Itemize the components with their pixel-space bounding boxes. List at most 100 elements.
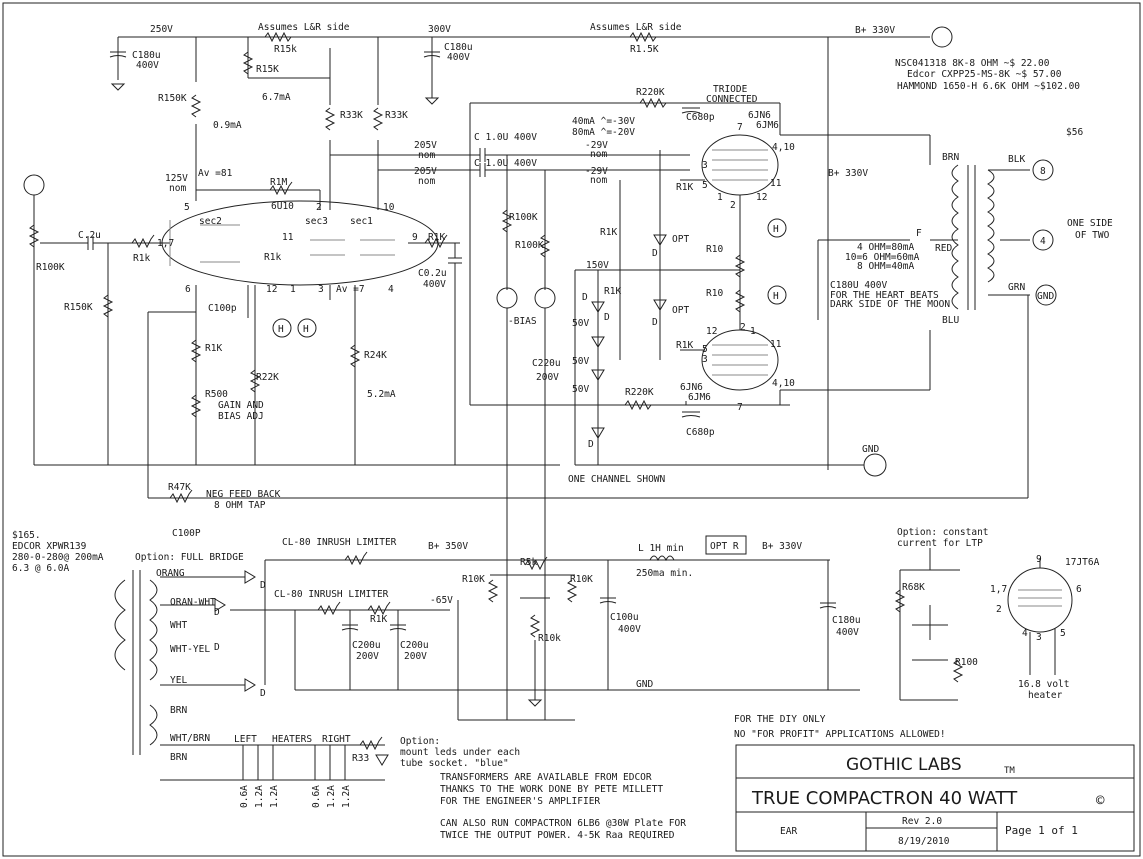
- label-205v-a: 205V: [414, 140, 437, 151]
- led-note-1: Option:: [400, 736, 440, 747]
- gnd-terminal: [863, 453, 887, 477]
- revision: Rev 2.0: [902, 816, 942, 827]
- top-components: [109, 31, 701, 131]
- label-r24k: R24K: [364, 350, 387, 361]
- label-c180-b-1: C180u: [444, 42, 473, 53]
- label-r1m: R1M: [270, 177, 287, 188]
- label-nom-4: nom: [418, 176, 435, 187]
- pin-12-lower: 12: [706, 326, 717, 337]
- label-c180c-1: C180U 400V: [830, 280, 887, 291]
- pin-7-lower: 7: [737, 402, 743, 413]
- heater-h-1: H: [278, 324, 284, 335]
- pin-3-lower: 3: [702, 354, 708, 365]
- project-title: TRUE COMPACTRON 40 WATT: [751, 788, 1018, 809]
- pin-10a: 10: [383, 202, 395, 213]
- pin-11-lower: 11: [770, 339, 782, 350]
- label-opt-r: OPT R: [710, 541, 739, 552]
- company-name: GOTHIC LABS: [846, 755, 962, 775]
- label-full-bridge: Option: FULL BRIDGE: [135, 552, 244, 563]
- label-tap-1: 4 OHM=80mA: [857, 242, 914, 253]
- pin-1a: 1: [290, 284, 296, 295]
- label-bplus-330: B+ 330V: [855, 25, 895, 36]
- wire-orange: ORANG: [156, 568, 185, 579]
- label-c100u-2: 400V: [618, 624, 641, 635]
- label-r10k-b: R10K: [570, 574, 593, 585]
- pin-3-upper: 3: [702, 160, 708, 171]
- license-2: NO "FOR PROFIT" APPLICATIONS ALLOWED!: [734, 729, 946, 740]
- note-one-channel: ONE CHANNEL SHOWN: [568, 474, 666, 485]
- label-tube-b-1: 6JN6: [680, 382, 703, 393]
- label-205v-b: 205V: [414, 166, 437, 177]
- label-gnd-ps: GND: [636, 679, 653, 690]
- bplus-terminal: [931, 26, 953, 48]
- label-assumes-1: Assumes L&R side: [258, 22, 350, 33]
- label-pins-410b: 4,10: [772, 378, 795, 389]
- label-c100p-b: C100P: [172, 528, 201, 539]
- label-r150k-b: R150K: [64, 302, 93, 313]
- label-c200-a-2: 200V: [356, 651, 379, 662]
- label-r15k-a: R15k: [274, 44, 297, 55]
- pin-17-17jt6a: 1,7: [990, 584, 1007, 595]
- pt-line-2: EDCOR XPWR139: [12, 541, 87, 552]
- pin-12-upper: 12: [756, 192, 767, 203]
- label-neg65v: -65V: [430, 595, 453, 606]
- label-cl80-a: CL-80 INRUSH LIMITER: [282, 537, 397, 548]
- label-250v: 250V: [150, 24, 173, 35]
- label-nom-1: nom: [590, 149, 607, 160]
- label-c180-a-2: 400V: [136, 60, 159, 71]
- label-r33k-b: R33K: [385, 110, 408, 121]
- wire-yel: YEL: [170, 675, 187, 686]
- license-1: FOR THE DIY ONLY: [734, 714, 826, 725]
- label-pins-410: 4,10: [772, 142, 795, 153]
- label-bias-note-1: 40mA ^=-30V: [572, 116, 635, 127]
- label-r33: R33: [352, 753, 369, 764]
- label-r68k: R68K: [902, 582, 925, 593]
- fuse-1: 0.6A: [239, 785, 250, 808]
- tube-6u10: [161, 200, 439, 286]
- label-heater-left: LEFT: [234, 734, 257, 745]
- pin-1-lower: 1: [750, 326, 756, 337]
- wire-wht-yel: WHT-YEL: [170, 644, 210, 655]
- wire-brn-2: BRN: [170, 752, 187, 763]
- label-c200-a-1: C200u: [352, 640, 381, 651]
- label-sec3: sec3: [305, 216, 328, 227]
- label-av7: Av =7: [336, 284, 365, 295]
- label-bplus-330-c: B+ 330V: [762, 541, 802, 552]
- label-r33k-a: R33K: [340, 110, 363, 121]
- label-r15k-b: R15K: [256, 64, 279, 75]
- label-c1u-b: C 1.0U 400V: [474, 158, 537, 169]
- label-triode-1: TRIODE: [713, 84, 748, 95]
- label-50v-b: 50V: [572, 356, 589, 367]
- label-negfb-1: NEG FEED BACK: [206, 489, 281, 500]
- pin-5-17jt6a: 5: [1060, 628, 1066, 639]
- heater-h-2: H: [303, 324, 309, 335]
- led-note-2: mount leds under each: [400, 747, 520, 758]
- label-0-9ma: 0.9mA: [213, 120, 242, 131]
- label-tube-b-2: 6JM6: [688, 392, 711, 403]
- label-r22k: R22K: [256, 372, 279, 383]
- label-bias-note-2: 80mA ^=-20V: [572, 127, 635, 138]
- label-cl80-b: CL-80 INRUSH LIMITER: [274, 589, 389, 600]
- label-r100k-pot: R100K: [36, 262, 65, 273]
- label-grn: GRN: [1008, 282, 1025, 293]
- label-gain-2: BIAS ADJ: [218, 411, 264, 422]
- pin-3-17jt6a: 3: [1036, 632, 1042, 643]
- ot-option-1: NSC041318 8K-8 OHM ~$ 22.00: [895, 58, 1050, 69]
- pin-11a: 11: [282, 232, 294, 243]
- pin-9a: 9: [412, 232, 418, 243]
- date: 8/19/2010: [898, 836, 950, 847]
- ot-option-2: Edcor CXPP25-MS-8K ~$ 57.00: [907, 69, 1062, 80]
- label-gain-1: GAIN AND: [218, 400, 264, 411]
- output-transformer: [575, 134, 1057, 498]
- note-one-side-1: ONE SIDE: [1067, 218, 1113, 229]
- label-r100k-b: R100K: [515, 240, 544, 251]
- label-6u10: 6U10: [271, 201, 294, 212]
- tube-17jt6a: [1007, 558, 1073, 675]
- trademark: TM: [1004, 766, 1015, 776]
- pin-5-lower: 5: [702, 344, 708, 355]
- label-c680-b: C680p: [686, 427, 715, 438]
- pt-line-4: 6.3 @ 6.0A: [12, 563, 69, 574]
- label-d-4: D: [652, 248, 658, 259]
- wire-wht-brn: WHT/BRN: [170, 733, 210, 744]
